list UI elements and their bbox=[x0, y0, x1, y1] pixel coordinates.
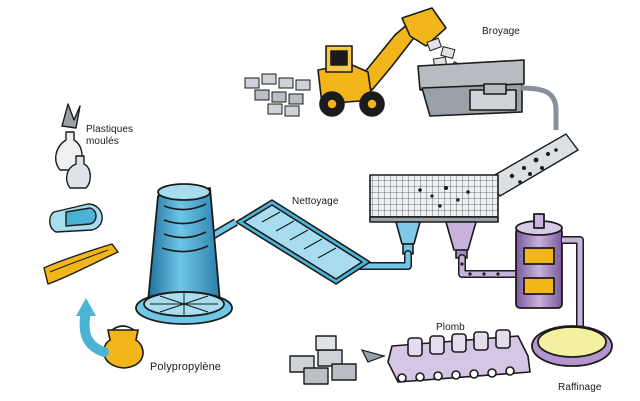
processing-tower bbox=[135, 183, 233, 325]
purple-pipe bbox=[458, 254, 522, 278]
battery-pile bbox=[244, 73, 311, 117]
label-broyage: Broyage bbox=[482, 26, 520, 37]
label-moules: moulés bbox=[86, 136, 119, 147]
polypropylene-sack bbox=[102, 325, 144, 369]
label-nettoyage: Nettoyage bbox=[292, 196, 339, 207]
label-plastiques: Plastiques bbox=[86, 124, 134, 135]
loader-truck bbox=[317, 7, 447, 117]
cleaning-channel bbox=[209, 199, 371, 285]
refining-pan bbox=[531, 325, 613, 367]
separation-tank bbox=[369, 174, 499, 259]
lead-ingots bbox=[289, 335, 357, 385]
arrow-to-lead-blocks bbox=[360, 349, 386, 363]
crusher-machine bbox=[417, 59, 559, 130]
chip-conveyor bbox=[484, 133, 580, 197]
up-arrow bbox=[76, 298, 109, 357]
refinery-column bbox=[515, 213, 584, 330]
moulded-plastics bbox=[43, 103, 119, 285]
lead-conveyor bbox=[387, 329, 531, 383]
label-polypropylene: Polypropylène bbox=[150, 361, 222, 373]
label-plomb: Plomb bbox=[436, 322, 465, 333]
label-raffinage: Raffinage bbox=[558, 382, 602, 393]
